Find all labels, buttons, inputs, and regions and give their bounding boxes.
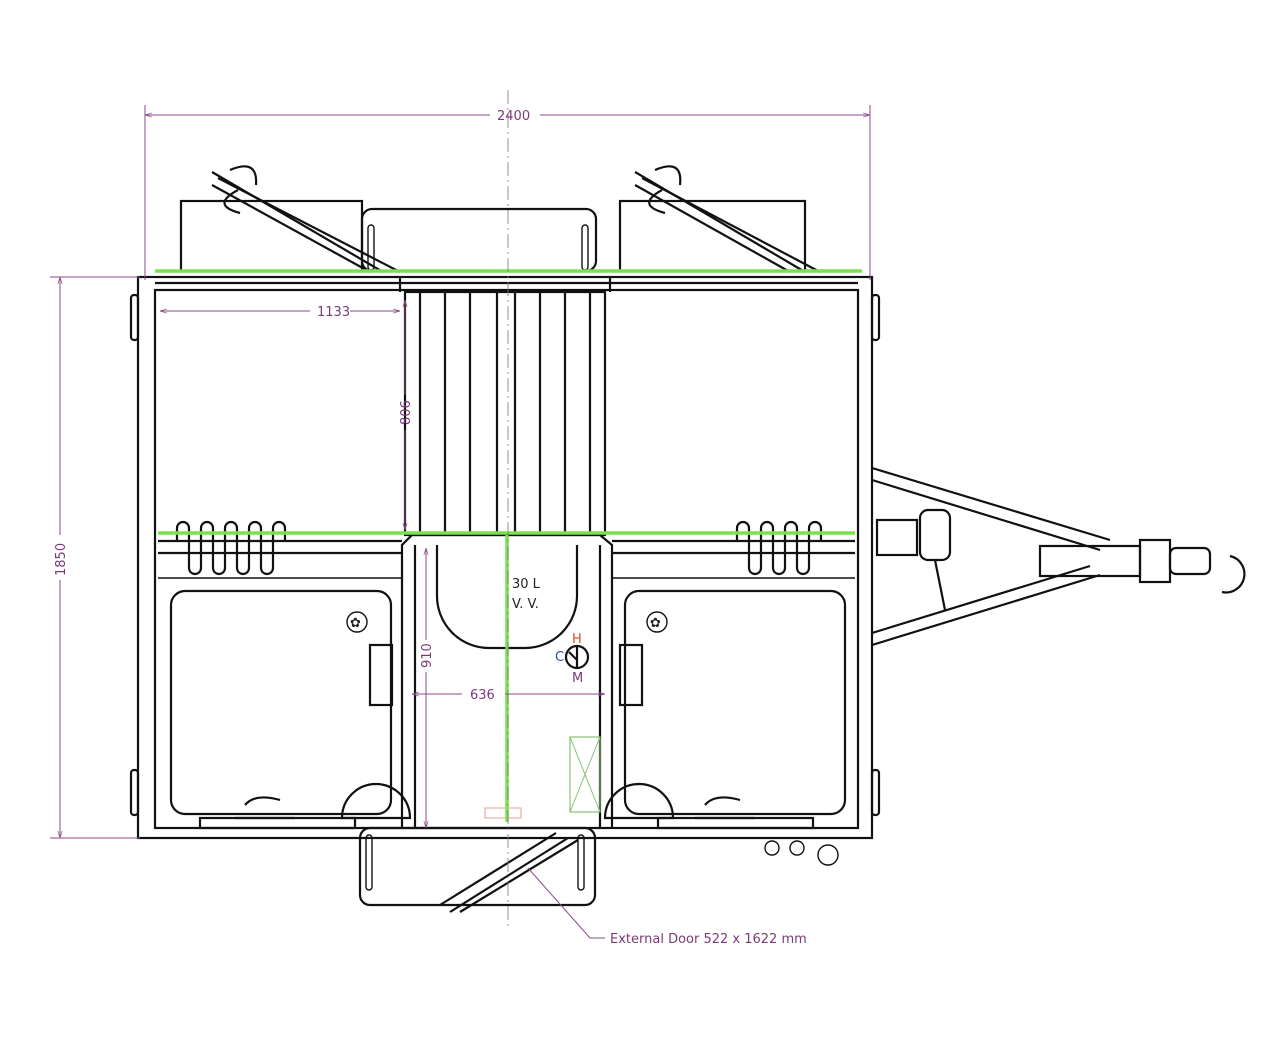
mixer-valve bbox=[564, 644, 590, 670]
storage-slats bbox=[403, 290, 607, 537]
dim-636: 636 bbox=[470, 688, 495, 703]
middle-rail bbox=[158, 539, 855, 579]
svg-text:✿: ✿ bbox=[350, 616, 361, 631]
dim-2400: 2400 bbox=[497, 109, 530, 124]
chassis-frame bbox=[129, 275, 881, 840]
tank-type-label: V. V. bbox=[512, 597, 539, 612]
centerlines bbox=[155, 90, 862, 930]
door-callout-text: External Door 522 x 1622 mm bbox=[610, 932, 807, 947]
dim-806: 806 bbox=[399, 400, 414, 425]
dimension-corridor-depth: 910 bbox=[420, 548, 435, 828]
left-compartment: ✿ bbox=[169, 589, 412, 830]
door-callout: External Door 522 x 1622 mm bbox=[527, 867, 807, 947]
hot-label: H bbox=[572, 632, 582, 647]
dimension-storage-depth: 806 bbox=[399, 300, 414, 530]
hitch-ball bbox=[1221, 554, 1246, 594]
right-radiator bbox=[735, 520, 823, 576]
cabinet bbox=[569, 736, 601, 813]
dimension-overall-length: 1850 bbox=[50, 276, 140, 839]
left-hatch-door bbox=[211, 165, 401, 273]
cold-label: C bbox=[555, 650, 564, 665]
svg-text:✿: ✿ bbox=[650, 616, 661, 631]
dim-1133: 1133 bbox=[317, 305, 350, 320]
dimension-compartment-width: 1133 bbox=[160, 305, 400, 320]
mix-label: M bbox=[572, 671, 583, 686]
dim-910: 910 bbox=[420, 643, 435, 668]
right-compartment: ✿ bbox=[603, 589, 847, 830]
top-boxes bbox=[179, 199, 807, 273]
right-hatch-door bbox=[634, 165, 821, 273]
dim-1850: 1850 bbox=[54, 543, 69, 576]
dimension-corridor-width: 636 bbox=[412, 688, 605, 703]
left-radiator bbox=[175, 520, 287, 576]
external-door bbox=[358, 826, 597, 913]
tank-capacity-label: 30 L bbox=[512, 577, 541, 592]
drawbar bbox=[871, 466, 1246, 647]
gas-bottles bbox=[764, 840, 839, 866]
dimension-overall-width: 2400 bbox=[144, 105, 871, 280]
